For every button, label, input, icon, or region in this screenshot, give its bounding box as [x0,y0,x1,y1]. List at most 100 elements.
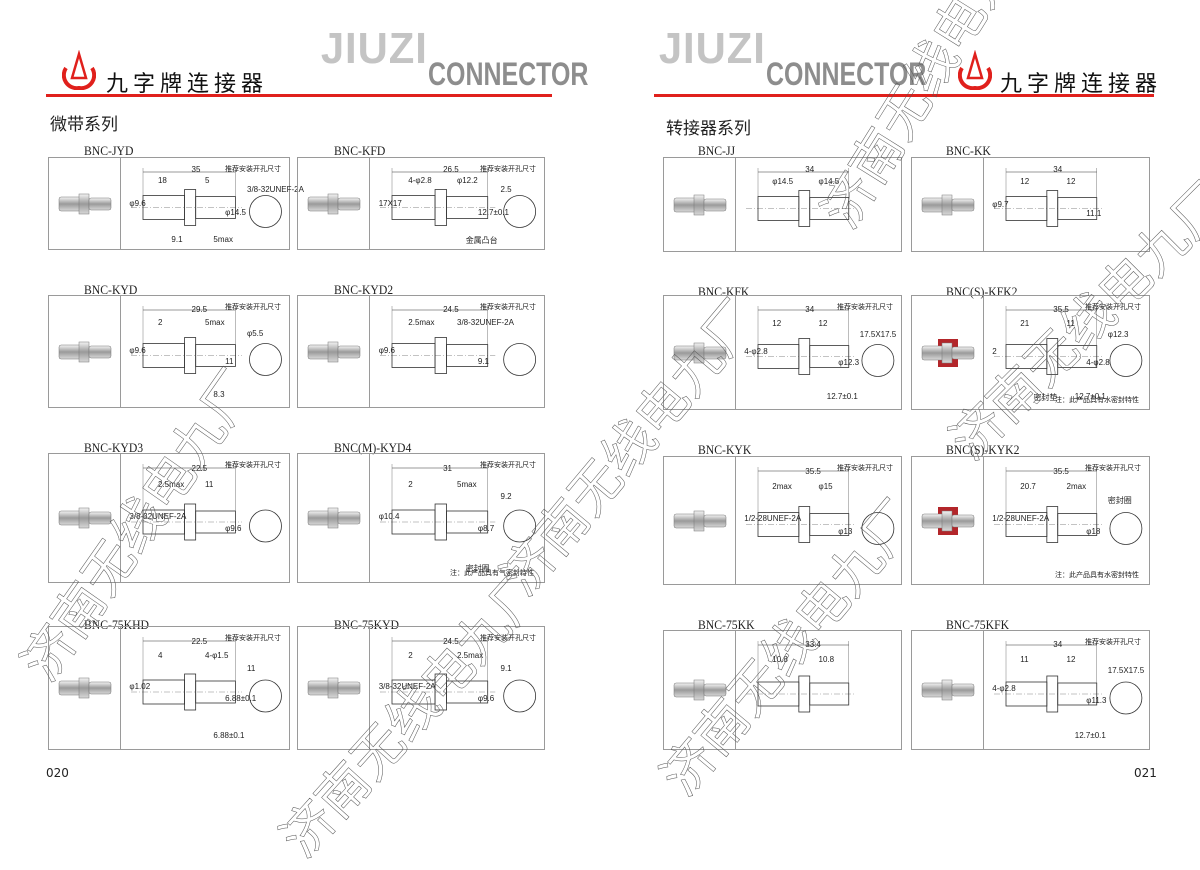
connector-drawing [131,168,282,228]
header-rule [46,94,552,97]
dimension-label: 12.7±0.1 [1074,392,1106,402]
recommended-hole-label: 推荐安装开孔尺寸 [1085,303,1141,311]
product-photo [298,454,370,582]
dimension-label: 9.1 [171,235,183,245]
dimension-label: 4-φ2.8 [744,346,768,356]
dimension-label: 31 [443,464,452,474]
series-title: 微带系列 [50,115,118,135]
dimension-label: 20.7 [1020,482,1036,492]
dimension-label: 2 [157,318,163,328]
left-page: 九字牌连接器 JIUZI CONNECTOR 微带系列 020 BNC-JYD … [0,0,600,820]
dimension-label: 4-φ2.8 [992,684,1016,694]
dimension-label: 9.1 [500,663,512,673]
recommended-hole-label: 推荐安装开孔尺寸 [480,165,536,173]
product-photo [49,158,121,249]
brand-en-bottom: CONNECTOR [428,56,589,92]
connector-drawing [380,306,537,376]
dimension-label: 35.5 [805,467,821,477]
series-title: 转接器系列 [666,119,751,139]
dimension-label: 11 [205,479,214,489]
product-photo [664,457,736,584]
jiuzi-logo-icon [62,50,96,90]
dimension-label: 17.5X17.5 [859,329,897,339]
dimension-label: 24.5 [443,304,459,314]
product-photo [664,631,736,749]
connector-drawing [994,641,1143,715]
dimension-label: 5max [457,479,477,489]
dimension-label: φ9.7 [992,199,1009,209]
dimension-label: φ5.5 [247,329,264,339]
product-title: BNC-75KYD [334,617,400,632]
connector-drawing [131,637,282,713]
dimension-label: 17X17 [378,198,402,208]
recommended-hole-label: 推荐安装开孔尺寸 [837,303,893,311]
product-photo [298,296,370,407]
recommended-hole-label: 推荐安装开孔尺寸 [225,461,281,469]
dimension-label: 1/2-28UNEF-2A [744,514,802,524]
brand-en-top: JIUZI [320,24,428,73]
product-photo [912,158,984,251]
connector-photo-icon [307,193,360,214]
product-title: BNC-KYD2 [334,282,394,297]
dimension-label: 17.5X17.5 [1107,666,1145,676]
dimension-label: φ1.02 [129,681,151,691]
dimension-label: 密封圈 [465,563,490,573]
dimension-label: 5max [213,235,233,245]
product-photo [49,454,121,582]
dimension-label: 34 [805,165,815,175]
product-photo [298,627,370,749]
dimension-label: 10.8 [818,654,835,664]
dimension-label: φ9.6 [378,345,395,355]
product-photo [912,296,984,409]
dimension-label: 11 [1020,654,1029,664]
dimension-label: 5 [205,176,210,186]
recommended-hole-label: 推荐安装开孔尺寸 [225,634,281,642]
dimension-label: 24.5 [443,636,459,646]
dimension-label: 11 [1066,318,1075,328]
dimension-label: 11.1 [1086,209,1102,219]
dimension-label: 34 [1053,165,1063,175]
product-title: BNC-JJ [698,143,736,158]
dimension-label: φ9.6 [225,524,242,534]
product-photo [664,296,736,409]
connector-drawing [131,464,282,543]
right-page: JIUZI CONNECTOR 九字牌连接器 转接器系列 021 BNC-JJ … [600,0,1200,820]
dimension-label: 2max [772,482,792,492]
dimension-label: 22.5 [191,464,208,474]
recommended-hole-label: 推荐安装开孔尺寸 [225,165,281,173]
dimension-label: 3/8-32UNEF-2A [457,318,514,328]
page-number: 021 [1134,766,1157,780]
connector-photo-icon [921,194,974,215]
dimension-label: 2 [408,651,413,661]
dimension-label: 35.5 [1053,467,1069,477]
product-title: BNC-JYD [84,143,134,158]
dimension-label: φ10.4 [378,511,400,521]
dimension-label: φ12.3 [1107,329,1129,339]
product-title: BNC-KYK [698,442,752,457]
dimension-label: 12.7±0.1 [826,392,858,402]
product-title: BNC-75KFK [946,617,1010,632]
dimension-label: 26.5 [443,165,459,175]
brand-en-top: JIUZI [658,24,766,73]
dimension-label: φ12.2 [457,176,478,186]
connector-drawing [380,168,537,228]
product-photo [912,457,984,584]
dimension-label: 8.3 [213,390,225,400]
dimension-label: 2.5max [408,318,435,328]
dimension-label: φ15 [818,482,833,492]
dimension-label: 2 [408,479,413,489]
product-title: BNC(M)-KYD4 [334,440,412,455]
recommended-hole-label: 推荐安装开孔尺寸 [837,464,893,472]
product-photo [49,296,121,407]
